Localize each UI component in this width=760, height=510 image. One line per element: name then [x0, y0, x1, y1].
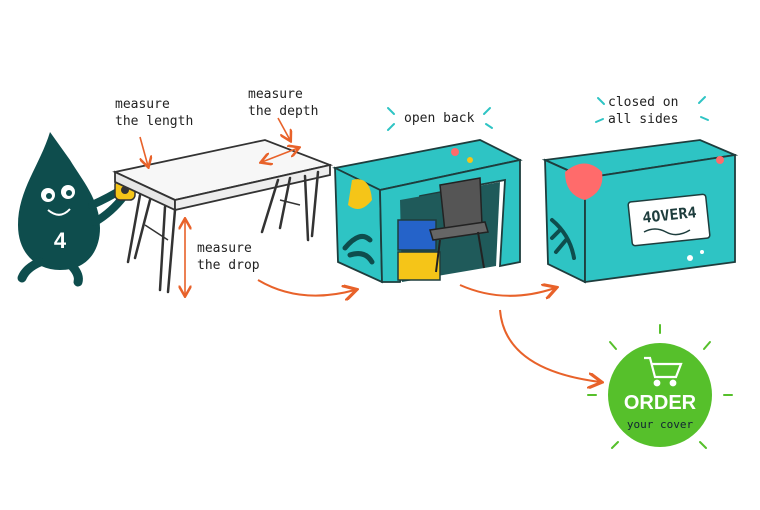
sign-brand-text: 4OVER4 — [642, 203, 698, 227]
label-open-back: open back — [404, 111, 475, 126]
shopping-cart-icon — [644, 356, 683, 387]
order-subtitle: your cover — [627, 418, 694, 431]
mascot-number: 4 — [54, 228, 67, 253]
order-title: ORDER — [624, 392, 697, 414]
closed-cover: 4OVER4 — [541, 139, 739, 284]
label-measure-depth: measure the depth — [248, 87, 319, 119]
order-button[interactable]: ORDER your cover — [587, 324, 733, 449]
sparkle-marks — [387, 96, 709, 131]
open-back-cover — [332, 139, 523, 284]
label-measure-drop: measure the drop — [197, 241, 260, 273]
burst-lines — [587, 324, 733, 449]
flow-arrows — [257, 279, 600, 382]
measure-arrows — [139, 117, 298, 295]
label-measure-length: measure the length — [115, 97, 194, 129]
label-closed-all-sides: closed on all sides — [608, 95, 679, 127]
mascot-drop: 4 — [17, 132, 128, 287]
